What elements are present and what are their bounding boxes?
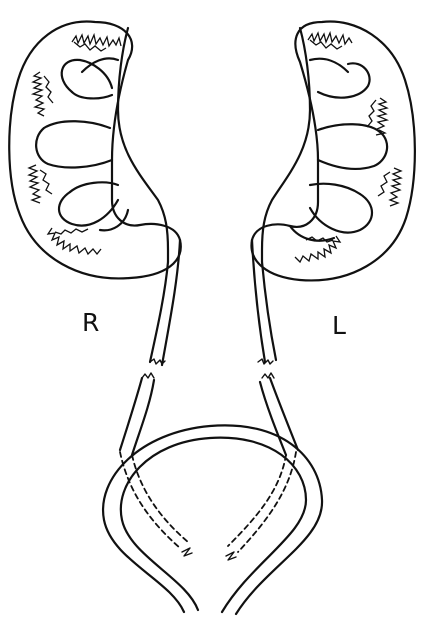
bladder-region xyxy=(103,373,322,614)
right-papilla-upper xyxy=(33,72,53,116)
right-lower-ureter-outer xyxy=(120,378,142,450)
bladder-inner-wall xyxy=(121,438,306,612)
right-papilla-lower xyxy=(48,228,101,254)
right-upper-calyx-2 xyxy=(72,92,112,98)
left-ureter-inner xyxy=(262,262,276,360)
right-renal-pelvis xyxy=(118,28,168,262)
right-upper-lobe xyxy=(62,60,112,92)
left-ureteral-orifice xyxy=(226,552,236,560)
left-intramural-ureter-2 xyxy=(228,455,286,546)
right-lower-ureter-break xyxy=(142,373,154,378)
right-lower-lobe xyxy=(59,192,118,226)
left-lower-ureter-break xyxy=(262,373,274,378)
right-intramural-ureter-2 xyxy=(132,455,188,542)
right-lower-calyx xyxy=(70,182,118,192)
right-papilla-middle xyxy=(29,165,52,203)
right-ureteral-orifice xyxy=(182,548,192,556)
left-upper-calyx xyxy=(310,59,348,72)
right-side-label: R xyxy=(82,310,99,335)
left-side-label: L xyxy=(332,313,346,338)
left-papilla-upper xyxy=(367,98,387,135)
left-papilla-middle xyxy=(378,168,401,206)
right-papilla-top xyxy=(72,35,121,51)
left-middle-lobe xyxy=(318,124,387,169)
left-papilla-top xyxy=(308,33,352,49)
left-lower-calyx-2 xyxy=(290,226,334,241)
right-middle-lobe xyxy=(36,121,112,167)
left-lower-lobe xyxy=(310,194,372,233)
bladder-outer-wall xyxy=(103,425,322,614)
right-kidney-capsule xyxy=(9,22,181,279)
